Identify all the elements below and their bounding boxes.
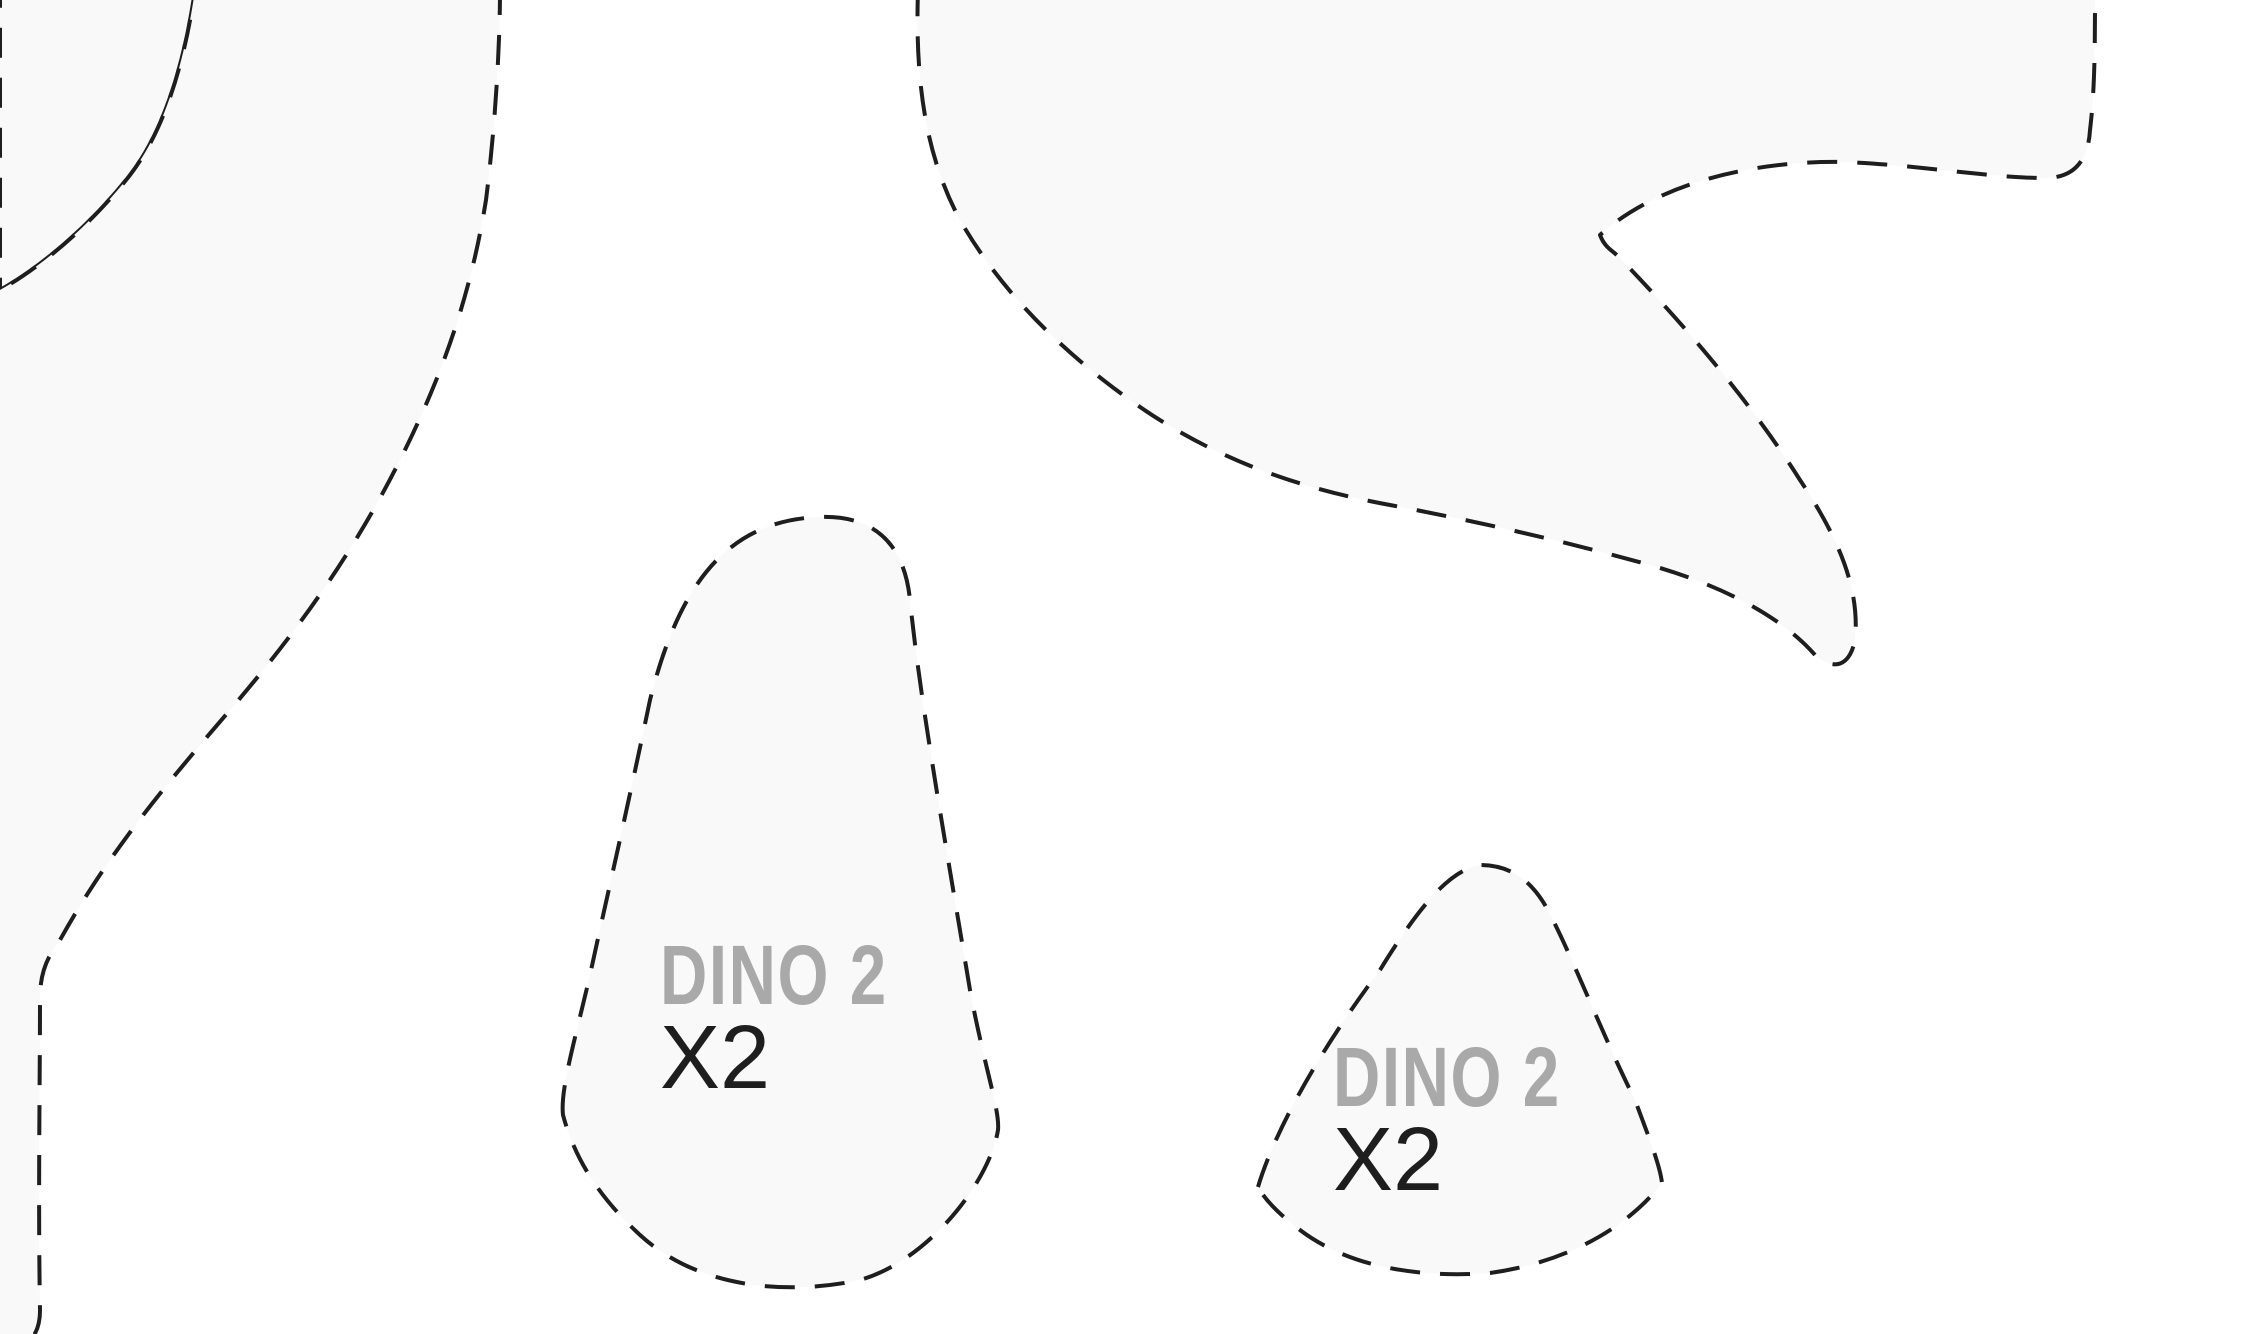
dino-piece-a: [560, 514, 1001, 1290]
piece-label-b: DINO 2 X2: [1333, 1035, 1625, 1205]
piece-label-a: DINO 2 X2: [660, 933, 952, 1103]
piece-name: DINO 2: [660, 928, 888, 1022]
piece-quantity: X2: [660, 1008, 771, 1108]
piece-quantity: X2: [1333, 1110, 1444, 1210]
body-piece-left-outer: [0, 0, 502, 1334]
body-piece-left: [0, 0, 196, 292]
head-piece: [915, 0, 2097, 667]
dino-piece-b: [1256, 863, 1664, 1277]
piece-name: DINO 2: [1333, 1030, 1561, 1124]
